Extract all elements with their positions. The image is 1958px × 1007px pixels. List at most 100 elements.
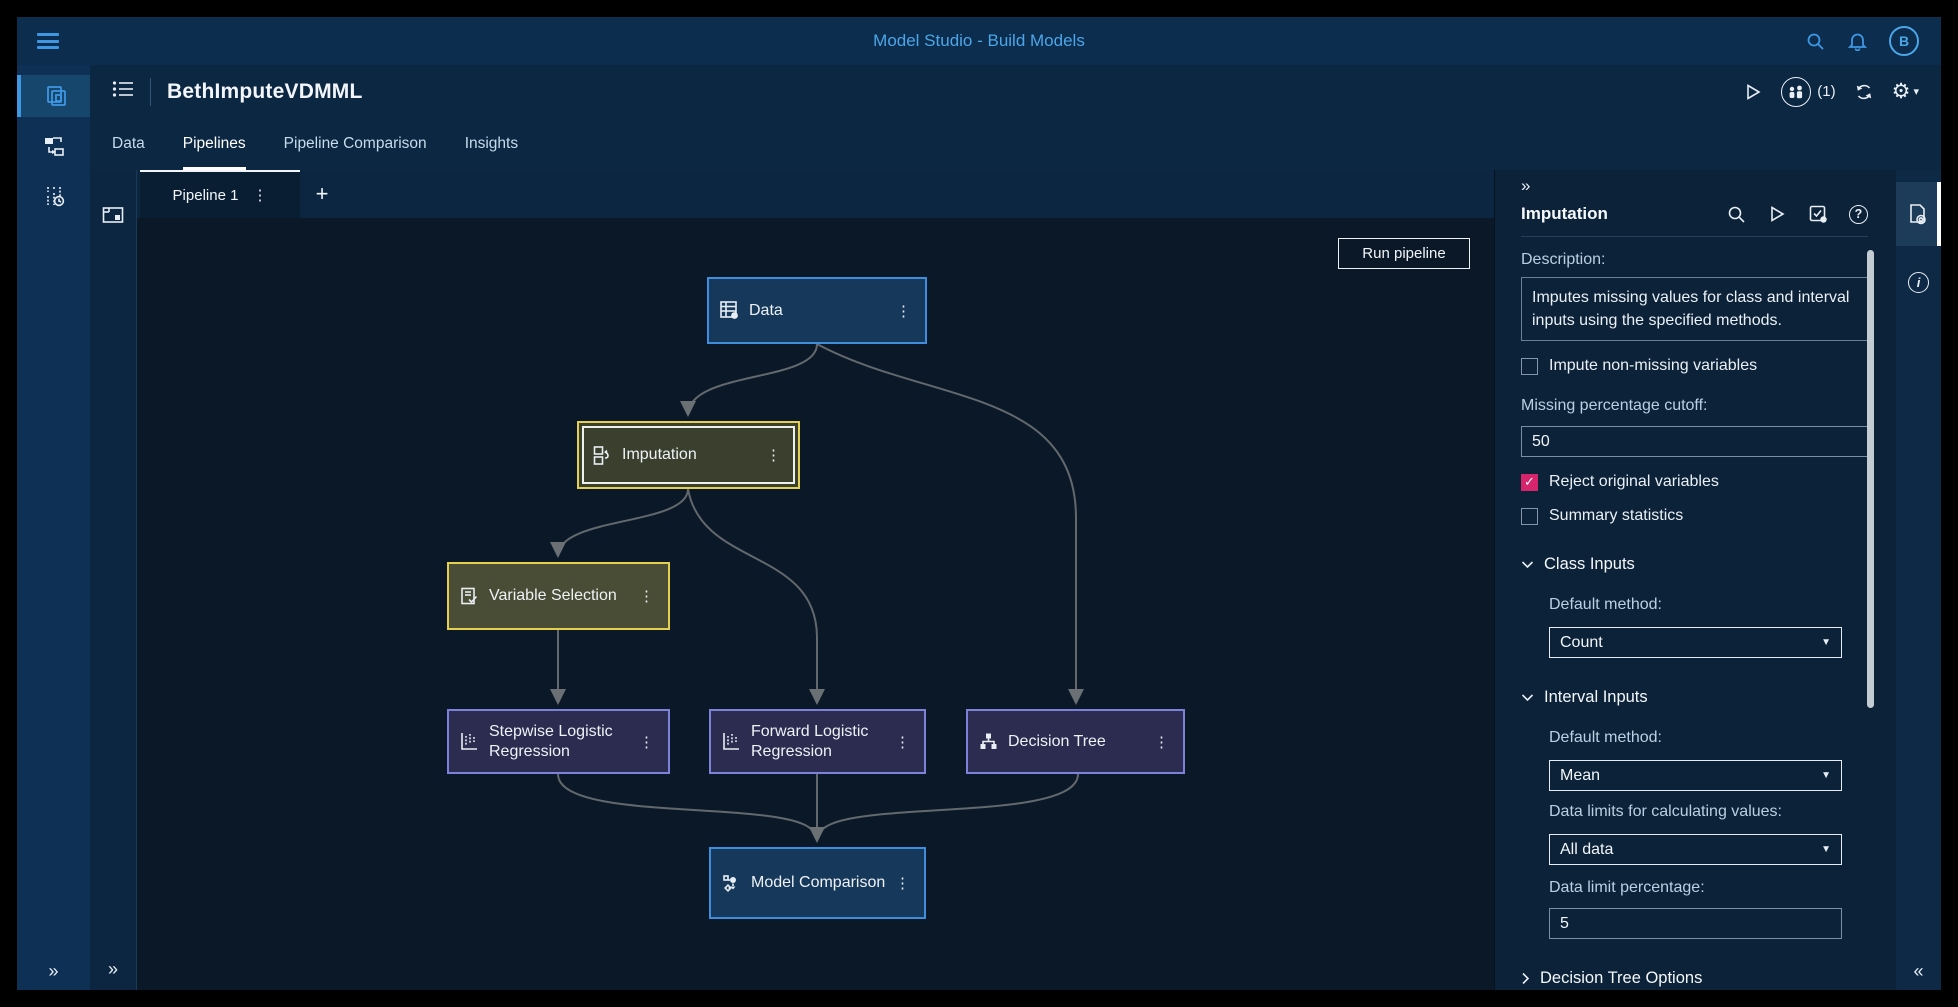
top-app-bar: Model Studio - Build Models B [17,17,1941,65]
collaborators-count: (1) [1817,83,1836,100]
checkbox-impute-non-missing[interactable]: Impute non-missing variables [1521,357,1868,375]
pipeline-canvas[interactable]: Run pipeline Data ⋮ [137,218,1494,990]
options-document-icon [1909,204,1926,225]
missing-cutoff-input[interactable] [1521,426,1868,458]
run-pipeline-button[interactable]: Run pipeline [1338,238,1470,269]
user-avatar[interactable]: B [1889,26,1919,56]
data-limits-select[interactable]: All data ▼ [1549,834,1842,866]
gear-icon: ⚙ [1891,80,1911,103]
node-label: Data [749,301,783,319]
class-default-method-select[interactable]: Count ▼ [1549,627,1842,659]
info-icon: i [1908,271,1929,293]
tab-insights[interactable]: Insights [464,135,519,152]
node-variable-selection[interactable]: Variable Selection ⋮ [447,562,670,630]
checkbox-summary-statistics[interactable]: Summary statistics [1521,507,1868,525]
node-label: Decision Tree [1008,732,1106,750]
class-default-method-label: Default method: [1549,596,1662,614]
data-table-icon [719,300,740,321]
checkbox-unchecked[interactable] [1521,507,1538,525]
node-menu-icon[interactable]: ⋮ [639,588,654,605]
add-pipeline-button[interactable]: + [315,181,329,206]
description-label: Description: [1521,251,1606,268]
refresh-icon[interactable] [1854,82,1874,102]
node-menu-icon[interactable]: ⋮ [895,875,910,892]
section-class-inputs[interactable]: Class Inputs [1521,555,1868,574]
tab-pipeline-comparison[interactable]: Pipeline Comparison [283,135,427,152]
missing-cutoff-label: Missing percentage cutoff: [1521,397,1708,415]
rail-item-pipelines[interactable] [17,75,90,117]
section-interval-inputs[interactable]: Interval Inputs [1521,688,1868,707]
rail-item-exchange[interactable] [17,125,90,167]
interval-default-method-select[interactable]: Mean ▼ [1549,760,1842,792]
project-list-icon[interactable] [112,79,134,104]
chevron-down-icon [1521,560,1534,569]
node-label: Model Comparison [751,874,886,891]
tab-node-options[interactable] [1896,182,1941,246]
node-menu-icon[interactable]: ⋮ [1154,733,1169,751]
left-navigation-rail: » [17,65,90,990]
save-node-template-icon[interactable] [1808,204,1828,224]
chevron-right-icon [1521,972,1530,985]
pipeline-tab-1[interactable]: Pipeline 1 ⋮ [140,170,300,218]
regression-chart-icon [459,731,480,752]
pipeline-tab-label: Pipeline 1 [172,186,239,204]
rail-item-jobs[interactable] [17,175,90,217]
run-project-icon[interactable] [1743,82,1763,102]
data-limits-label: Data limits for calculating values: [1549,803,1782,821]
tab-data[interactable]: Data [112,135,145,152]
node-menu-icon[interactable]: ⋮ [895,733,910,751]
node-menu-icon[interactable]: ⋮ [896,302,911,320]
node-forward-logistic-regression[interactable]: Forward Logistic Regression ⋮ [709,709,926,774]
node-menu-icon[interactable]: ⋮ [639,733,654,751]
expand-palette-button[interactable]: » [107,959,118,979]
checkbox-reject-original[interactable]: ✓ Reject original variables [1521,473,1868,491]
project-header: BethImputeVDMML (1) ⚙ [90,65,1941,118]
search-options-icon[interactable] [1726,204,1746,224]
divider [150,77,151,106]
node-label: Forward Logistic Regression [751,722,869,760]
data-limit-pct-input[interactable] [1549,908,1842,940]
run-node-icon[interactable] [1767,204,1787,224]
node-label: Imputation [622,446,697,463]
app-window: Model Studio - Build Models B [17,17,1941,990]
sliders-history-icon [46,187,64,207]
section-decision-tree-options[interactable]: Decision Tree Options [1521,969,1868,988]
node-menu-icon[interactable]: ⋮ [766,447,781,464]
expand-rail-button[interactable]: » [48,961,59,981]
node-decision-tree[interactable]: Decision Tree ⋮ [966,709,1185,774]
app-title: Model Studio - Build Models [873,31,1085,50]
dropdown-arrow-icon: ▼ [1821,844,1831,856]
palette-panel-icon[interactable] [90,206,136,224]
search-icon[interactable] [1805,31,1825,51]
node-palette-collapsed: » [90,170,137,990]
imputation-icon [592,445,613,466]
node-model-comparison[interactable]: Model Comparison ⋮ [709,847,926,919]
project-settings[interactable]: ⚙ ▾ [1892,81,1919,102]
tab-node-info[interactable]: i [1896,260,1941,304]
checkbox-checked[interactable]: ✓ [1521,473,1538,491]
panel-title: Imputation [1521,204,1608,223]
pages-copy-icon [46,86,66,106]
expand-panel-button[interactable]: » [1521,176,1531,195]
help-icon[interactable]: ? [1849,204,1868,224]
node-data[interactable]: Data ⋮ [707,277,927,344]
hamburger-menu-icon[interactable] [37,33,59,49]
collaborators[interactable]: (1) [1781,76,1836,107]
checkbox-unchecked[interactable] [1521,357,1538,375]
data-limit-pct-label: Data limit percentage: [1549,879,1705,897]
pipeline-tab-menu-icon[interactable]: ⋮ [252,187,268,204]
regression-chart-icon [721,731,742,752]
collapse-panel-button[interactable]: « [1913,961,1924,981]
node-options-panel: » Imputation [1494,170,1896,990]
node-label: Variable Selection [489,587,617,604]
right-tool-strip: i « [1896,170,1941,990]
project-title: BethImputeVDMML [167,79,363,103]
notifications-bell-icon[interactable] [1847,31,1867,51]
tab-pipelines[interactable]: Pipelines [182,135,246,170]
panel-scrollbar[interactable] [1867,250,1874,708]
node-imputation[interactable]: Imputation ⋮ [577,421,800,489]
node-label: Stepwise Logistic Regression [489,722,613,760]
description-text: Imputes missing values for class and int… [1521,277,1868,342]
project-tabs: Data Pipelines Pipeline Comparison Insig… [90,118,1941,170]
node-stepwise-logistic-regression[interactable]: Stepwise Logistic Regression ⋮ [447,709,670,774]
